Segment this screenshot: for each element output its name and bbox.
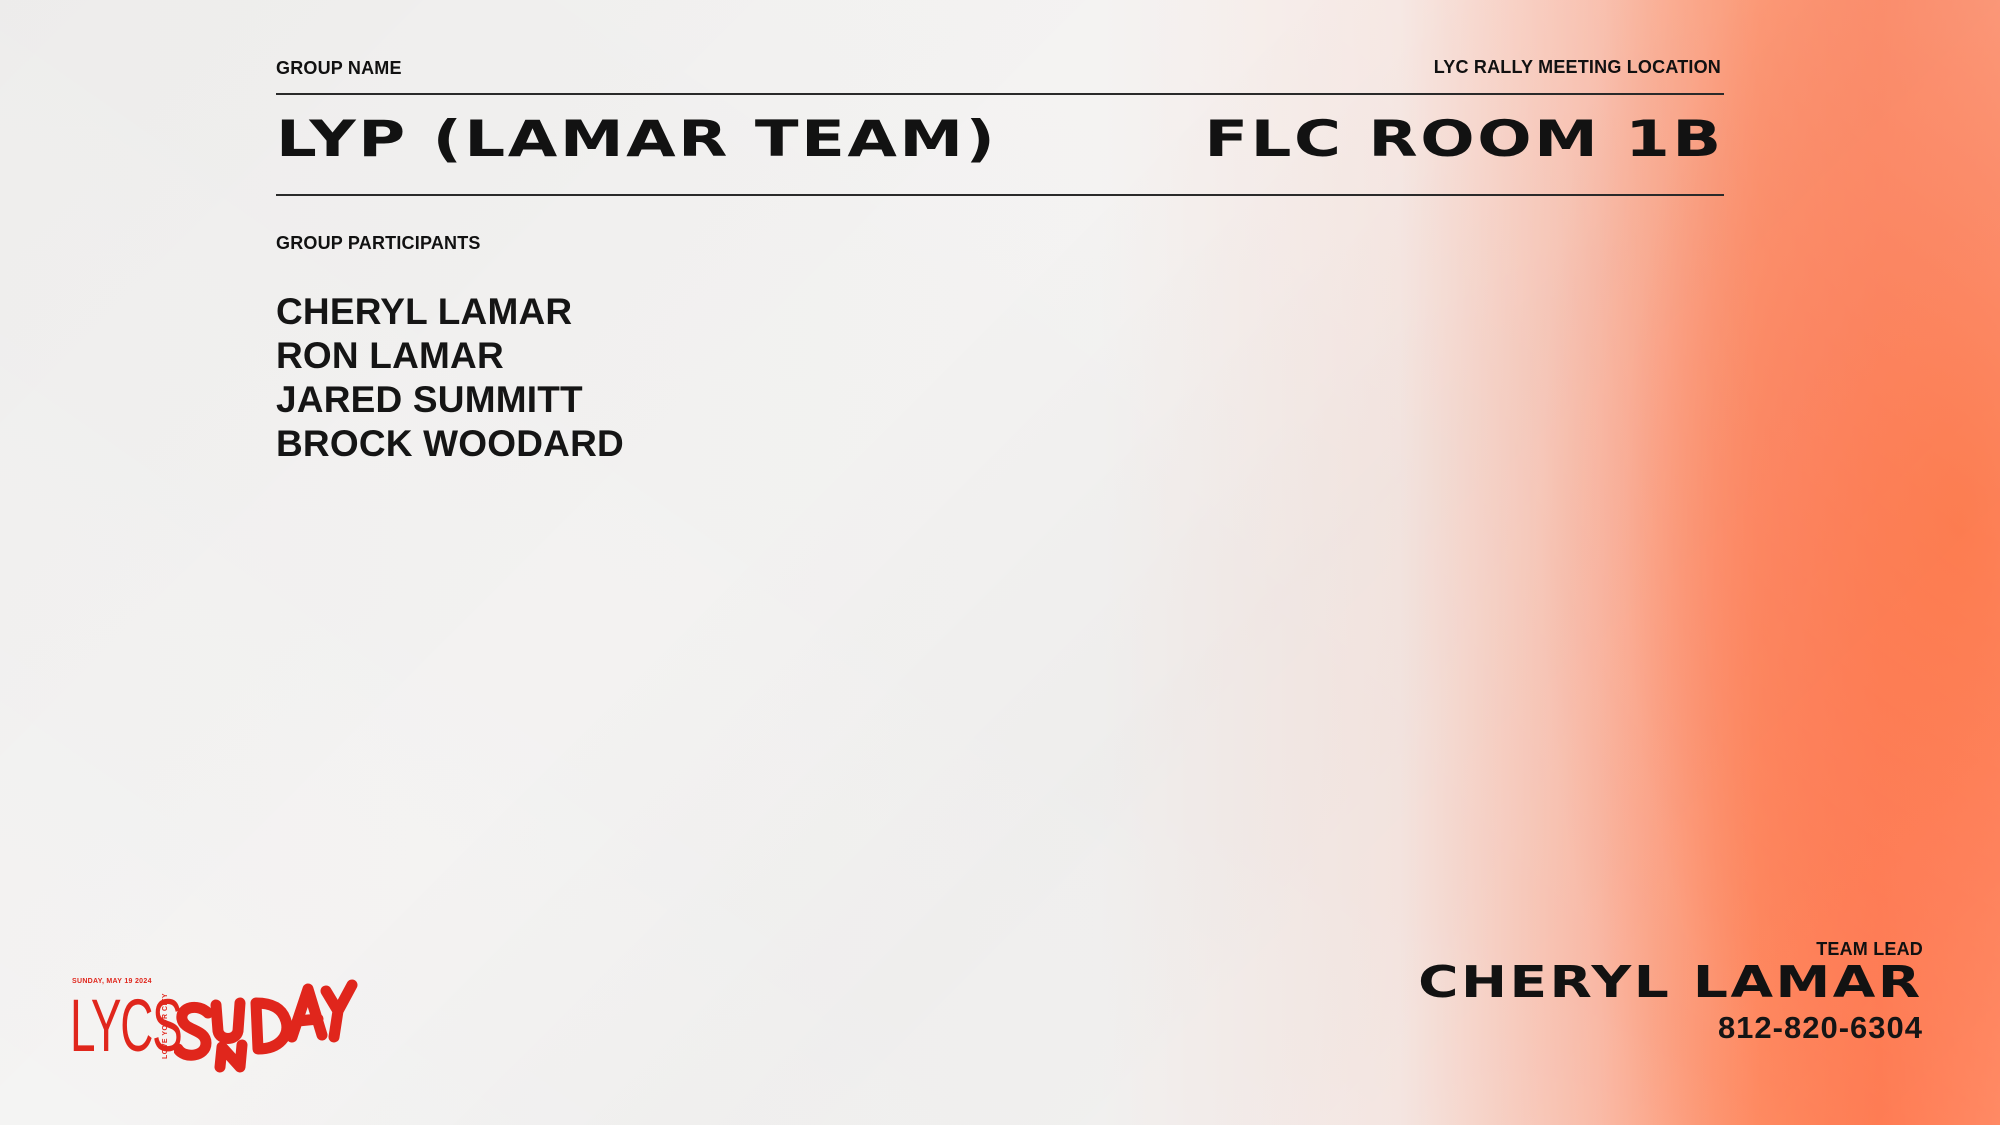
participant-name: RON LAMAR	[276, 335, 504, 376]
team-lead-name: CHERYL LAMAR	[1418, 957, 1923, 1008]
lycs-sunday-logo: SUNDAY, MAY 19 2024 LYCS LOVE YOUR CITY	[70, 975, 360, 1085]
participants-list: CHERYL LAMAR RON LAMAR JARED SUMMITT BRO…	[276, 290, 624, 466]
sunday-wordmark-icon	[174, 979, 358, 1073]
logo-tagline: LOVE YOUR CITY	[162, 993, 169, 1059]
group-name: LYP (LAMAR TEAM)	[276, 110, 998, 168]
divider-bottom	[276, 194, 1724, 196]
team-lead-label: TEAM LEAD	[1816, 939, 1923, 959]
logo-mark: LYCS	[70, 984, 183, 1067]
location-label: LYC RALLY MEETING LOCATION	[1433, 57, 1721, 77]
meeting-location: FLC ROOM 1B	[1204, 110, 1724, 168]
divider-top	[276, 93, 1724, 95]
team-lead-phone: 812-820-6304	[1717, 1010, 1923, 1045]
participant-name: JARED SUMMITT	[276, 379, 583, 420]
participant-name: BROCK WOODARD	[276, 423, 624, 464]
participant-name: CHERYL LAMAR	[276, 291, 573, 332]
participants-label: GROUP PARTICIPANTS	[276, 233, 481, 253]
group-name-label: GROUP NAME	[276, 58, 402, 78]
logo-date: SUNDAY, MAY 19 2024	[72, 978, 152, 985]
